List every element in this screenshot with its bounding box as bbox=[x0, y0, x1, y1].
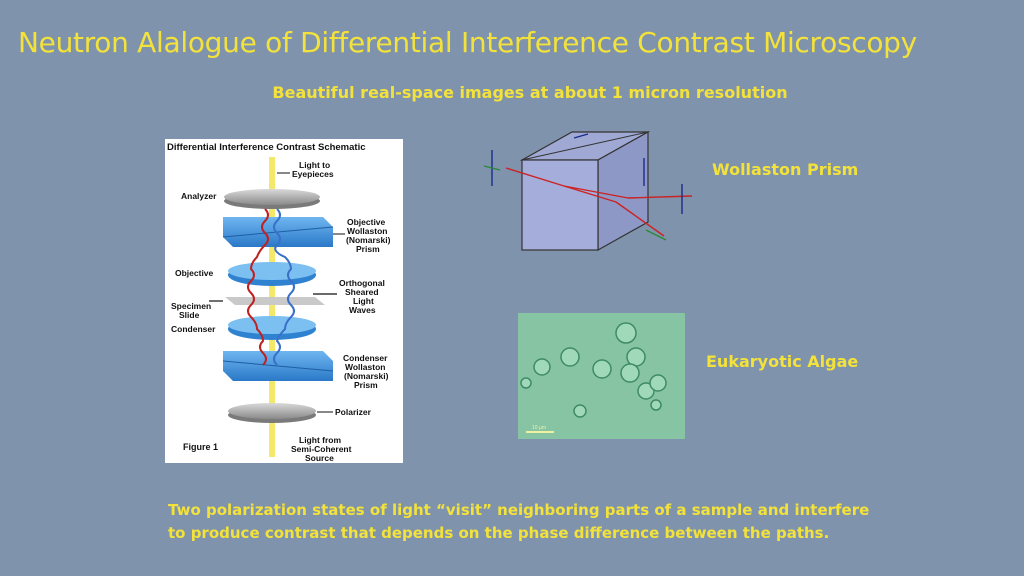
label-cond-wollaston-2: Wollaston bbox=[345, 362, 385, 372]
label-specimen-1: Specimen bbox=[171, 301, 211, 311]
label-analyzer: Analyzer bbox=[181, 191, 217, 201]
specimen-slide-shape bbox=[225, 297, 325, 305]
label-light-to-1: Light to bbox=[299, 160, 330, 170]
label-light-from-3: Source bbox=[305, 453, 334, 463]
label-obj-wollaston-4: Prism bbox=[356, 244, 380, 254]
label-condenser: Condenser bbox=[171, 324, 216, 334]
label-obj-wollaston-2: Wollaston bbox=[347, 226, 387, 236]
label-obj-wollaston-3: (Nomarski) bbox=[346, 235, 391, 245]
scale-bar-label: 10 µm bbox=[532, 425, 546, 431]
label-light-from-1: Light from bbox=[299, 435, 341, 445]
label-objective: Objective bbox=[175, 268, 214, 278]
label-polarizer: Polarizer bbox=[335, 407, 372, 417]
label-orthogonal-3: Light bbox=[353, 296, 374, 306]
schematic-title: Differential Interference Contrast Schem… bbox=[167, 142, 366, 153]
label-cond-wollaston-1: Condenser bbox=[343, 353, 388, 363]
label-light-from-2: Semi-Coherent bbox=[291, 444, 352, 454]
wollaston-prism-label: Wollaston Prism bbox=[712, 160, 859, 179]
dic-schematic-figure: Differential Interference Contrast Schem… bbox=[165, 139, 403, 463]
slide-title: Neutron Alalogue of Differential Interfe… bbox=[18, 26, 917, 59]
label-cond-wollaston-3: (Nomarski) bbox=[344, 371, 389, 381]
algae-micrograph: 10 µm bbox=[518, 313, 685, 439]
label-figure: Figure 1 bbox=[183, 442, 218, 452]
label-specimen-2: Slide bbox=[179, 310, 200, 320]
footer-line-2: to produce contrast that depends on the … bbox=[168, 524, 830, 542]
wave-red bbox=[247, 208, 269, 366]
label-orthogonal-1: Orthogonal bbox=[339, 278, 385, 288]
label-cond-wollaston-4: Prism bbox=[354, 380, 378, 390]
eukaryotic-algae-label: Eukaryotic Algae bbox=[706, 352, 859, 371]
label-orthogonal-2: Sheared bbox=[345, 287, 379, 297]
label-light-to-2: Eyepieces bbox=[292, 169, 334, 179]
slide-subtitle: Beautiful real-space images at about 1 m… bbox=[272, 83, 788, 102]
wollaston-prism-diagram bbox=[478, 130, 698, 260]
wave-blue bbox=[273, 208, 295, 366]
footer-text: Two polarization states of light “visit”… bbox=[168, 499, 968, 545]
label-obj-wollaston-1: Objective bbox=[347, 217, 386, 227]
footer-line-1: Two polarization states of light “visit”… bbox=[168, 501, 870, 519]
light-beam bbox=[269, 157, 275, 457]
label-orthogonal-4: Waves bbox=[349, 305, 376, 315]
